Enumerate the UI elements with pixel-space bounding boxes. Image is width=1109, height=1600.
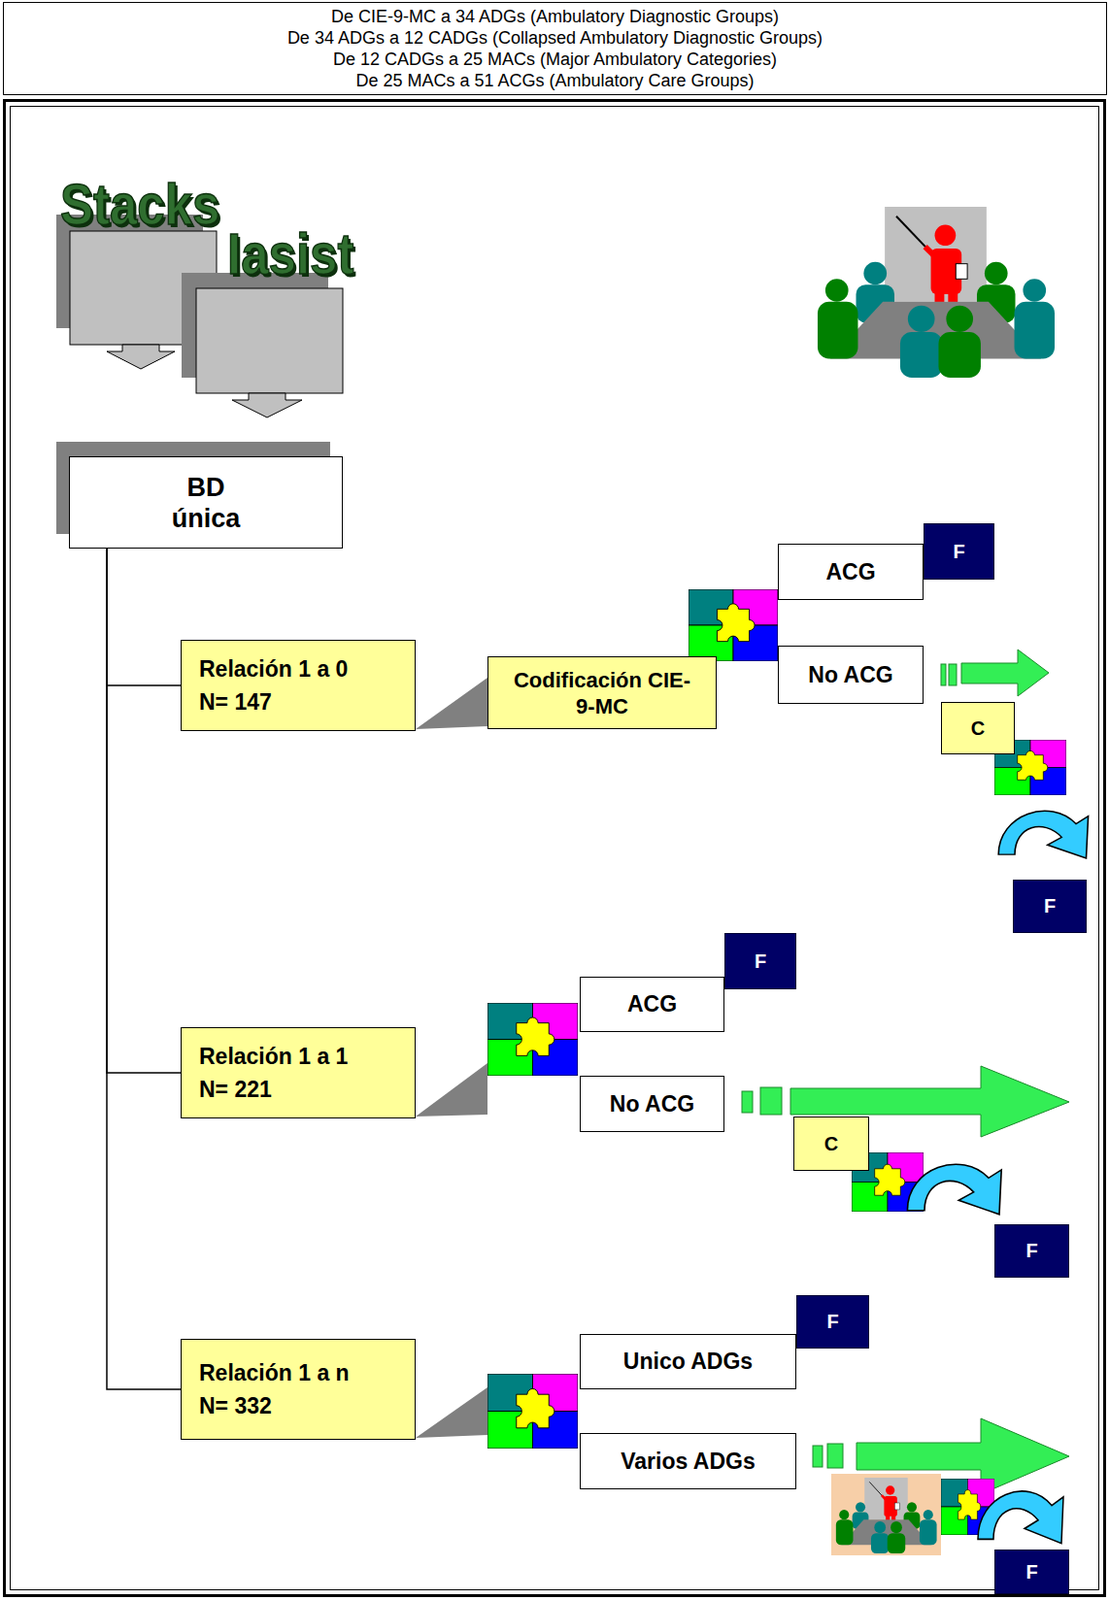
- node-text: Codificación CIE-9-MC: [509, 667, 695, 720]
- tree-connector: [106, 548, 181, 1390]
- node-text: F: [1025, 1561, 1038, 1584]
- database-box: BD única: [68, 456, 343, 549]
- wedge: [415, 1387, 488, 1439]
- end-box: F: [994, 1224, 1070, 1278]
- node-text: F: [952, 540, 965, 564]
- node-text: No ACG: [609, 1091, 695, 1118]
- green-arrow: [940, 649, 1049, 697]
- node-text: Varios ADGs: [620, 1448, 755, 1476]
- node-text: N= 147: [199, 685, 272, 719]
- group-box: No ACG: [777, 645, 924, 705]
- node-text: Relación 1 a 1: [199, 1040, 348, 1074]
- wedge-connector: [415, 677, 488, 730]
- presenter-background: [831, 1474, 941, 1556]
- tree-connector: [106, 548, 181, 686]
- curved-arrow: [977, 1491, 1064, 1545]
- node-text: De 12 CADGs a 25 MACs (Major Ambulatory …: [333, 48, 777, 70]
- curved-arrow: [998, 810, 1088, 859]
- header-box: De CIE-9-MC a 34 ADGs (Ambulatory Diagno…: [2, 1, 1108, 96]
- puzzle-icon: [688, 589, 778, 662]
- node-text: Unico ADGs: [623, 1348, 753, 1376]
- tree-connector: [106, 548, 181, 1074]
- group-box: No ACG: [579, 1075, 725, 1133]
- end-box: F: [923, 523, 995, 580]
- step-box: C: [793, 1116, 870, 1172]
- coding-box: Codificación CIE-9-MC: [487, 656, 717, 730]
- wedge: [415, 1063, 488, 1117]
- end-box: F: [1012, 879, 1087, 934]
- node-text: Relación 1 a n: [199, 1356, 350, 1390]
- node-text: F: [826, 1310, 839, 1334]
- relation-box: Relación 1 a 0N= 147: [180, 639, 416, 732]
- frame: [4, 100, 1106, 1597]
- group-box: ACG: [579, 976, 725, 1033]
- node-text: F: [754, 950, 767, 974]
- node-text: C: [971, 717, 985, 740]
- group-box: Unico ADGs: [579, 1334, 797, 1390]
- node-text: ACG: [825, 559, 875, 586]
- end-box: F: [724, 933, 797, 990]
- node-text: Relación 1 a 0: [199, 652, 348, 686]
- node-text: De CIE-9-MC a 34 ADGs (Ambulatory Diagno…: [331, 5, 779, 28]
- node-text: N= 221: [199, 1073, 272, 1107]
- relation-box: Relación 1 a nN= 332: [180, 1339, 416, 1441]
- end-box: F: [796, 1295, 870, 1349]
- node-text: De 25 MACs a 51 ACGs (Ambulatory Care Gr…: [355, 69, 754, 92]
- wordmark-label: Iasist: [227, 225, 354, 284]
- node-text: BD única: [162, 471, 250, 535]
- group-box: ACG: [777, 543, 924, 601]
- group-box: Varios ADGs: [579, 1433, 797, 1490]
- node-text: De 34 ADGs a 12 CADGs (Collapsed Ambulat…: [287, 27, 823, 49]
- node-text: No ACG: [807, 662, 893, 689]
- wordmark-label: Stacks: [60, 175, 220, 235]
- puzzle-icon: [487, 1374, 578, 1449]
- node-text: F: [1025, 1240, 1038, 1263]
- node-text: ACG: [627, 991, 677, 1018]
- node-text: C: [824, 1133, 839, 1156]
- puzzle-icon: [487, 1003, 578, 1076]
- presenter-icon: [836, 1478, 938, 1554]
- green-arrow: [741, 1066, 1070, 1138]
- frame: [10, 106, 1100, 1591]
- node-text: F: [1043, 895, 1056, 918]
- step-box: C: [940, 702, 1015, 755]
- relation-box: Relación 1 a 1N= 221: [180, 1027, 416, 1119]
- curved-arrow: [907, 1164, 1002, 1215]
- end-box: F: [994, 1549, 1070, 1595]
- node-text: N= 332: [199, 1389, 272, 1423]
- presenter-icon: [817, 206, 1055, 378]
